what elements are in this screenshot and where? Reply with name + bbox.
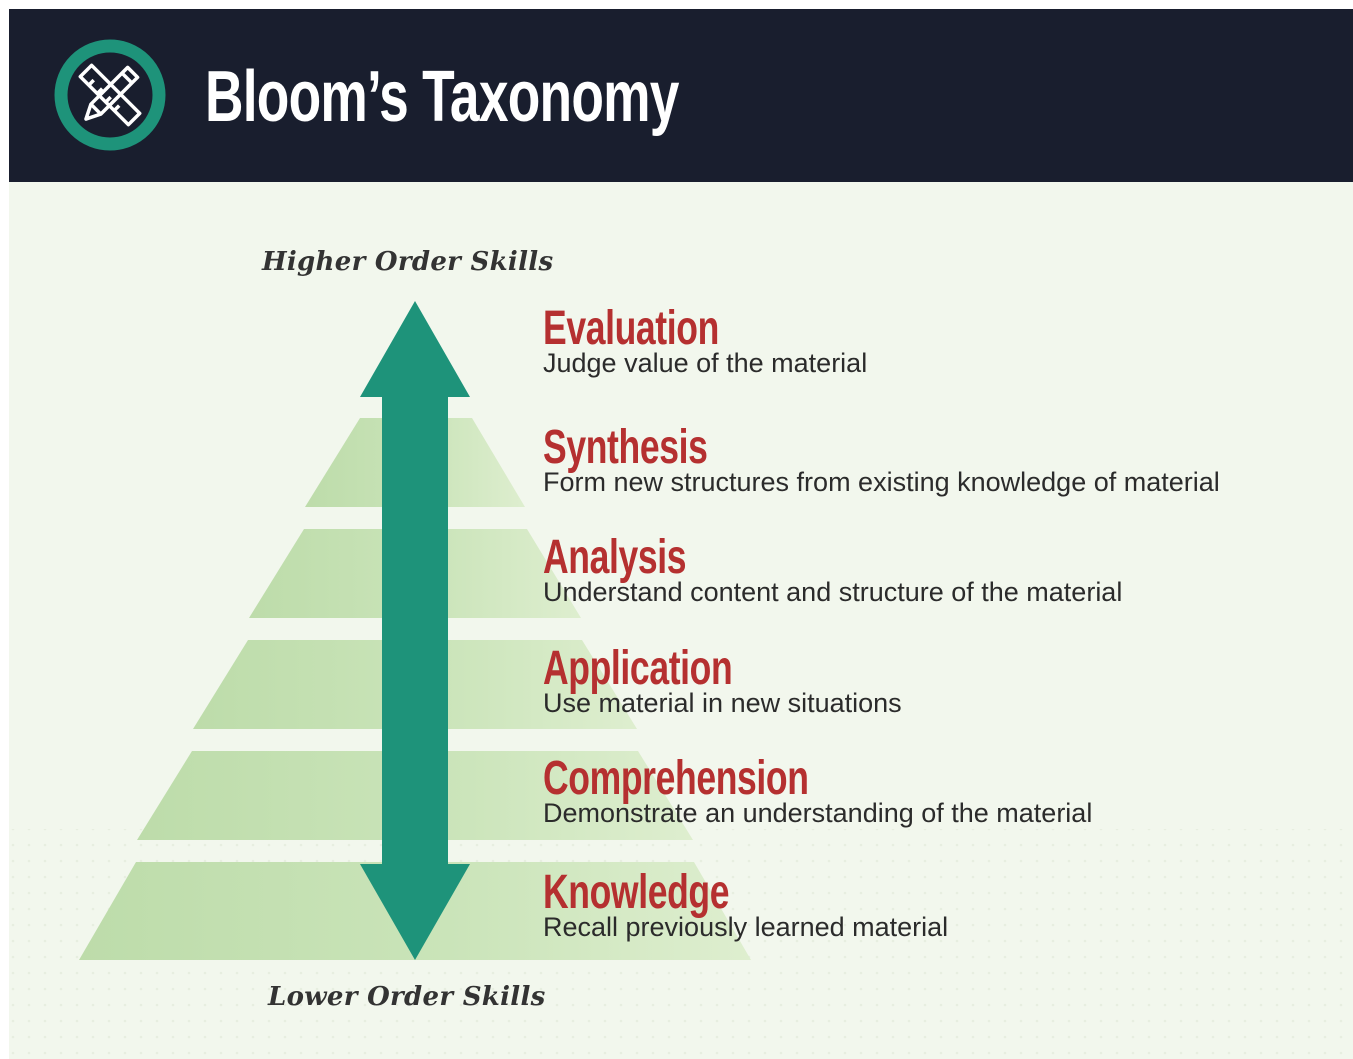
level-evaluation: Evaluation Judge value of the material	[543, 302, 868, 379]
pyramid	[79, 418, 751, 960]
higher-order-label: Higher Order Skills	[262, 247, 554, 277]
page-title: Bloom’s Taxonomy	[205, 57, 679, 137]
double-arrow-icon	[360, 301, 470, 960]
level-name: Comprehension	[543, 752, 809, 805]
level-description: Understand content and structure of the …	[543, 577, 1123, 607]
level-name: Synthesis	[543, 421, 708, 474]
level-name: Analysis	[543, 531, 687, 584]
level-comprehension: Comprehension Demonstrate an understandi…	[543, 752, 1093, 829]
pyramid-diagram	[9, 301, 1353, 1059]
infographic-frame: Bloom’s Taxonomy Higher Order Skills Low…	[9, 9, 1353, 1059]
level-knowledge: Knowledge Recall previously learned mate…	[543, 866, 949, 943]
level-description: Judge value of the material	[543, 348, 868, 378]
level-name: Application	[543, 642, 733, 695]
level-description: Form new structures from existing knowle…	[543, 467, 1220, 497]
level-synthesis: Synthesis Form new structures from exist…	[543, 421, 1220, 498]
level-name: Knowledge	[543, 866, 730, 919]
header-bar: Bloom’s Taxonomy	[9, 9, 1353, 182]
pencil-ruler-icon	[54, 39, 166, 151]
level-description: Recall previously learned material	[543, 912, 949, 942]
lower-order-label: Lower Order Skills	[268, 982, 546, 1012]
level-description: Use material in new situations	[543, 688, 902, 718]
level-analysis: Analysis Understand content and structur…	[543, 531, 1123, 608]
level-application: Application Use material in new situatio…	[543, 642, 902, 719]
level-name: Evaluation	[543, 302, 719, 355]
level-description: Demonstrate an understanding of the mate…	[543, 798, 1093, 828]
